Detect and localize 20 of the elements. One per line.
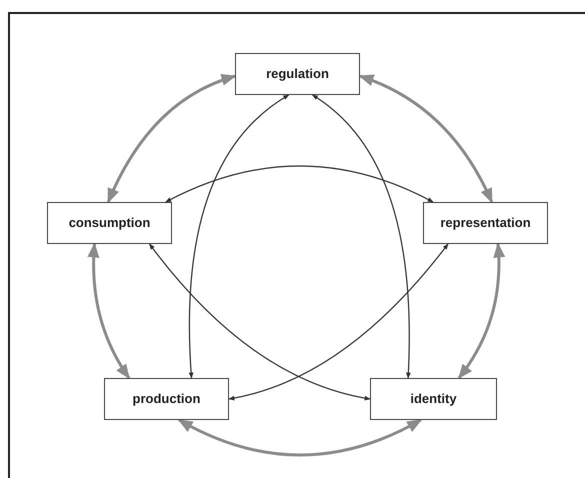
curved-arrow [106, 74, 236, 204]
concept-box [423, 202, 548, 244]
concept-label: regulation [266, 65, 329, 84]
concept-label: representation [440, 214, 531, 232]
concept-box [47, 202, 172, 244]
curved-arrow [178, 418, 422, 456]
concept-box [235, 53, 360, 95]
curved-arrow [228, 244, 448, 400]
curved-arrow [149, 244, 371, 400]
curved-arrow [88, 242, 130, 380]
curved-arrow [312, 94, 411, 379]
curved-arrow [165, 165, 434, 203]
concept-label: production [132, 390, 200, 408]
curved-arrow [458, 242, 505, 380]
concept-label: identity [410, 390, 457, 408]
curved-arrow [188, 94, 290, 379]
concept-box [104, 378, 229, 420]
curved-arrow [358, 74, 494, 204]
concept-label: consumption [68, 214, 150, 232]
concept-box [370, 378, 497, 420]
